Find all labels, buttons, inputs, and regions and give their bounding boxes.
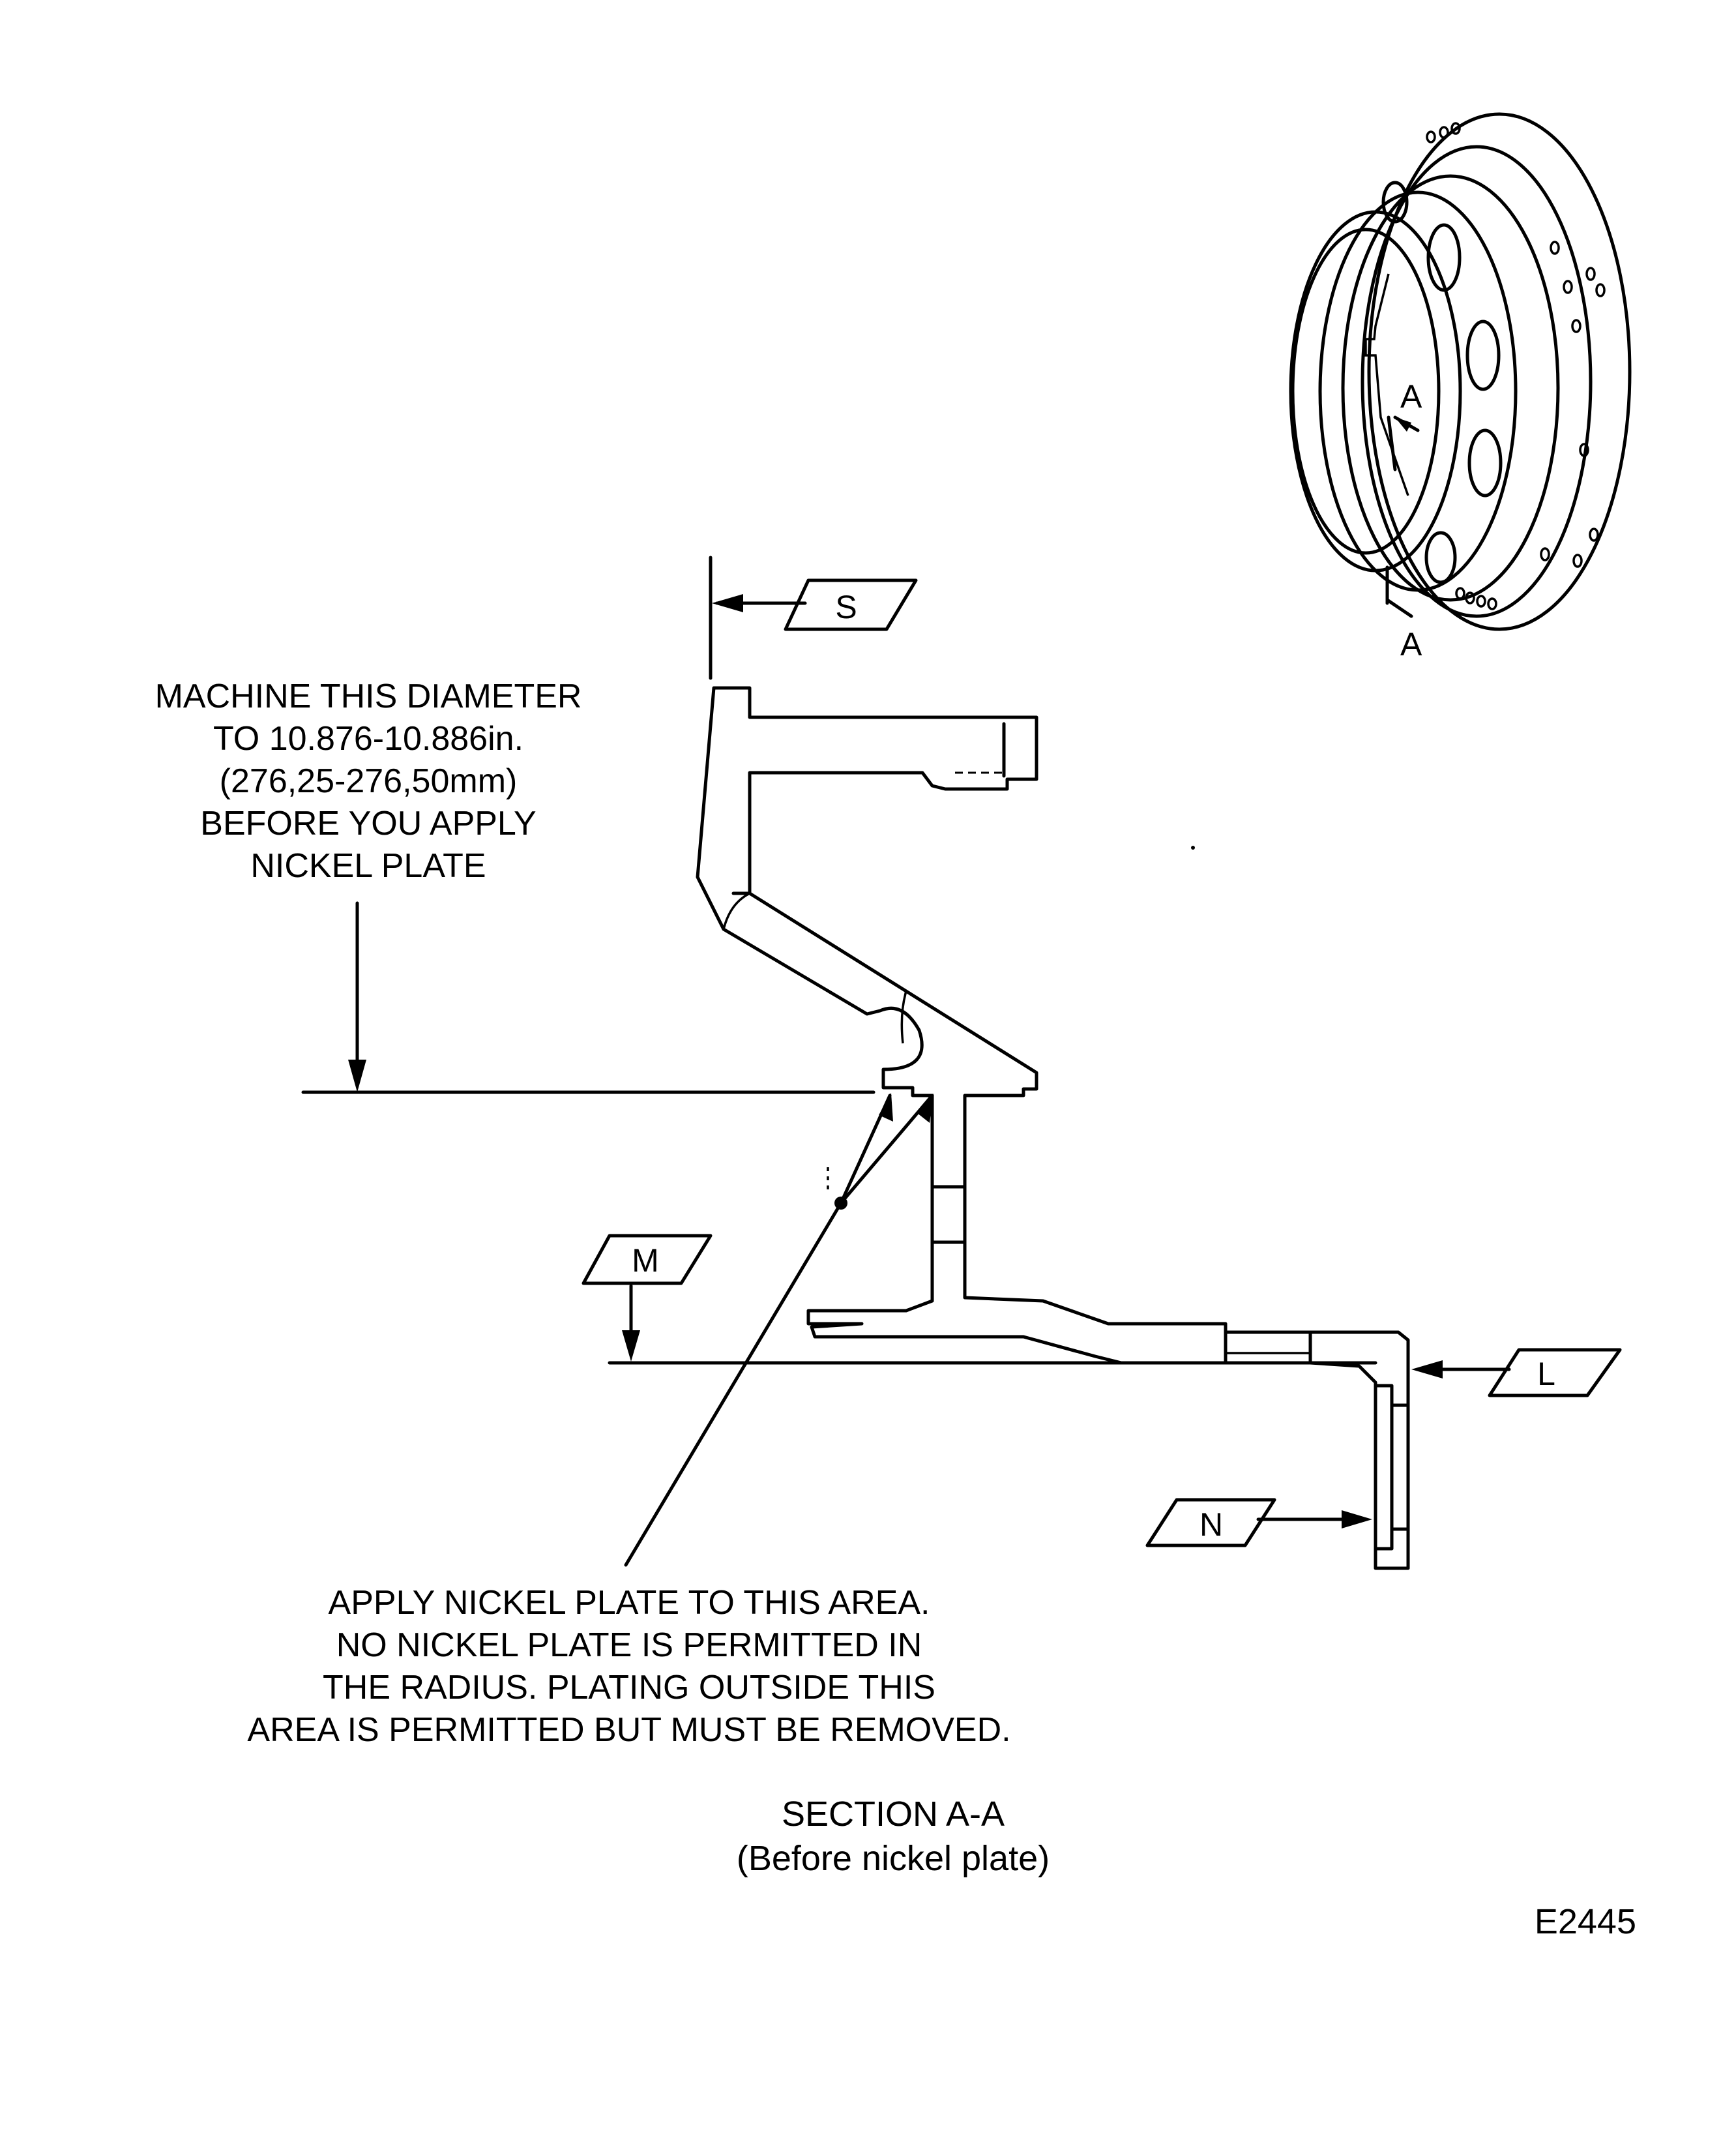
- flange-step: [1361, 145, 1593, 618]
- apply-leader-dot: [834, 1197, 847, 1210]
- machine-note-line-1: MACHINE THIS DIAMETER: [155, 678, 582, 715]
- window-slot-5: [1381, 181, 1409, 224]
- datum-m-box: [581, 1234, 713, 1285]
- section-title: SECTION A-A: [782, 1795, 1005, 1834]
- window-slot-4: [1424, 531, 1457, 584]
- web-fillet-upper: [722, 892, 750, 930]
- datum-s-box: [784, 578, 918, 631]
- apply-note: APPLY NICKEL PLATE TO THIS AREA. NO NICK…: [247, 1093, 1011, 1749]
- section-arrow-lower: [1385, 598, 1413, 618]
- apply-leader-branch-2: [839, 1094, 934, 1205]
- apply-leader: [624, 1201, 843, 1567]
- machine-note-line-3: (276,25-276,50mm): [220, 762, 518, 800]
- section-outline: [696, 686, 1410, 1570]
- outer-ring: [1341, 174, 1560, 602]
- window-slot-3: [1467, 428, 1503, 498]
- apply-note-line-3: THE RADIUS. PLATING OUTSIDE THIS: [323, 1669, 935, 1706]
- datum-l-arrowhead: [1411, 1360, 1443, 1378]
- apply-note-line-2: NO NICKEL PLATE IS PERMITTED IN: [336, 1626, 922, 1664]
- apply-arrowhead-2: [917, 1094, 934, 1123]
- section-arrowhead-upper: [1395, 417, 1411, 432]
- datum-s: S: [712, 578, 918, 631]
- apply-arrowhead-1: [879, 1093, 893, 1122]
- outer-flange: [1367, 112, 1632, 631]
- window-slot-2: [1465, 320, 1501, 391]
- isometric-part-view: A A: [1289, 112, 1632, 663]
- datum-s-arrowhead: [712, 594, 743, 612]
- datum-n-box: [1145, 1498, 1276, 1547]
- machine-note-line-2: TO 10.876-10.886in.: [213, 720, 523, 758]
- window-slot-1: [1426, 223, 1462, 292]
- middle-ring: [1318, 190, 1518, 592]
- bore-key-detail: [1364, 273, 1409, 496]
- right-flange-face: [1390, 1403, 1410, 1531]
- datum-l-label: L: [1537, 1356, 1555, 1392]
- datum-l-box: [1488, 1348, 1622, 1397]
- datum-s-label: S: [835, 589, 857, 625]
- speck: [1191, 846, 1195, 850]
- datum-n-label: N: [1199, 1506, 1223, 1543]
- machine-note-line-5: NICKEL PLATE: [250, 847, 486, 885]
- datum-n: N: [1145, 1498, 1372, 1547]
- datum-m-label: M: [632, 1242, 659, 1279]
- datum-m-arrowhead: [622, 1330, 640, 1362]
- right-flange-inner: [1374, 1384, 1394, 1551]
- inner-ring-outer: [1289, 210, 1462, 573]
- inner-bore: [1291, 228, 1441, 555]
- view-marker-lower: A: [1400, 626, 1422, 663]
- drawing-id: E2445: [1535, 1902, 1636, 1941]
- section-subtitle: (Before nickel plate): [737, 1839, 1050, 1878]
- bolt-holes: [1426, 122, 1606, 610]
- view-marker-upper: A: [1400, 378, 1422, 415]
- apply-note-line-1: APPLY NICKEL PLATE TO THIS AREA.: [329, 1584, 930, 1622]
- datum-l: L: [1411, 1348, 1622, 1397]
- datum-m: M: [581, 1234, 1377, 1365]
- apply-note-line-4: AREA IS PERMITTED BUT MUST BE REMOVED.: [247, 1711, 1010, 1749]
- machine-note: MACHINE THIS DIAMETER TO 10.876-10.886in…: [155, 678, 875, 1094]
- machine-note-line-4: BEFORE YOU APPLY: [200, 805, 536, 842]
- machine-leader-arrowhead: [348, 1060, 366, 1092]
- section-profile: [696, 556, 1410, 1570]
- web-fillet-lower: [900, 991, 907, 1044]
- section-cut-mark-upper: [1387, 415, 1397, 471]
- datum-n-arrowhead: [1342, 1510, 1372, 1528]
